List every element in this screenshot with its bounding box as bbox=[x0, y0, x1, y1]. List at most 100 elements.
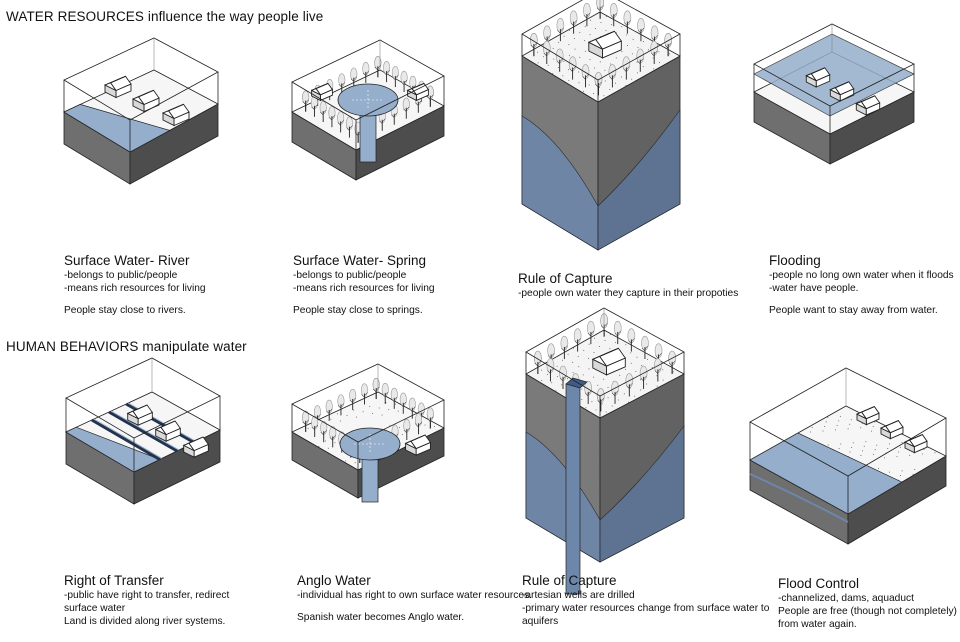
ground-dot bbox=[640, 379, 642, 381]
tree-branch bbox=[637, 60, 641, 65]
artesian-well bbox=[565, 383, 581, 595]
tree-branch bbox=[305, 419, 309, 423]
tree-branch bbox=[626, 385, 630, 389]
tree-branch bbox=[546, 50, 550, 55]
tree-branch bbox=[314, 104, 318, 109]
ground-dot bbox=[635, 370, 637, 372]
ground-dot bbox=[653, 68, 655, 70]
caption-right-of-transfer: Right of Transfer-public have right to t… bbox=[64, 573, 264, 628]
tree-branch bbox=[328, 117, 333, 121]
ground-dot bbox=[578, 366, 580, 368]
ground-dot bbox=[628, 401, 630, 403]
ground-dot bbox=[543, 56, 545, 58]
canal-water bbox=[110, 410, 180, 451]
ground-dot bbox=[822, 430, 824, 432]
ground-dot bbox=[569, 29, 571, 31]
tree-branch bbox=[430, 416, 434, 420]
ground-dot bbox=[354, 462, 356, 464]
caption-line: -people own water they capture in their … bbox=[518, 288, 739, 299]
tree-branch bbox=[613, 12, 617, 17]
ground-dot bbox=[619, 374, 621, 376]
ground-dot bbox=[567, 353, 569, 355]
ground-dot bbox=[574, 48, 576, 50]
tree-branch bbox=[341, 82, 345, 86]
tree-branch bbox=[628, 340, 632, 345]
house-gable bbox=[829, 87, 841, 96]
tree-branch bbox=[658, 353, 662, 357]
tree-branch bbox=[612, 74, 616, 78]
tree-branch bbox=[557, 30, 561, 34]
tree-branch bbox=[573, 20, 577, 24]
tree-branch bbox=[569, 68, 573, 73]
ground-dot bbox=[337, 413, 339, 415]
ground-dot bbox=[896, 456, 898, 458]
ground-dot bbox=[849, 423, 851, 425]
ground-dot bbox=[865, 441, 867, 443]
caption-title: Surface Water- River bbox=[64, 253, 190, 268]
tree-branch bbox=[577, 338, 581, 342]
ground-dot bbox=[921, 453, 923, 455]
tree-branch bbox=[614, 332, 618, 337]
ground-dot bbox=[625, 368, 627, 370]
ground-dot bbox=[623, 393, 625, 395]
tree-branch bbox=[533, 42, 538, 47]
tree-branch bbox=[561, 347, 565, 352]
tree-branch bbox=[406, 427, 410, 432]
ground-dot bbox=[537, 51, 539, 53]
ground-dot bbox=[609, 333, 611, 335]
ground-dot bbox=[573, 347, 575, 349]
ground-dot bbox=[595, 13, 597, 15]
ground-dot bbox=[558, 41, 560, 43]
ground-dot bbox=[603, 378, 605, 380]
tree-branch bbox=[361, 394, 365, 398]
ground-dot bbox=[637, 47, 639, 49]
ground-dot bbox=[598, 86, 600, 88]
tree-branch bbox=[654, 35, 658, 39]
tree-branch bbox=[543, 52, 547, 57]
ground-dot bbox=[883, 457, 885, 459]
ground-dot bbox=[567, 69, 569, 71]
tree-branch bbox=[534, 362, 539, 367]
ground-dot bbox=[652, 57, 654, 59]
tree-branch bbox=[654, 50, 658, 55]
tree-branch bbox=[564, 345, 568, 350]
tree-branch bbox=[415, 424, 419, 428]
tree-branch bbox=[600, 398, 604, 402]
tree-branch bbox=[383, 71, 387, 76]
tree-branch bbox=[530, 44, 535, 49]
tree-branch bbox=[598, 81, 602, 86]
tree-branch bbox=[323, 430, 327, 434]
spring-channel bbox=[361, 453, 379, 503]
ground-dot bbox=[551, 382, 553, 384]
ground-dot bbox=[626, 34, 628, 36]
tree-branch bbox=[364, 392, 368, 396]
ground-dot bbox=[569, 54, 571, 56]
tree-branch bbox=[365, 70, 369, 75]
ground-dot bbox=[546, 374, 548, 376]
ground-dot bbox=[599, 61, 601, 63]
ground-dot bbox=[625, 344, 627, 346]
ground-dot bbox=[630, 352, 632, 354]
tree-branch bbox=[350, 78, 354, 82]
ground-dot bbox=[583, 349, 585, 351]
ground-dot bbox=[862, 450, 864, 452]
ground-dot bbox=[642, 66, 644, 68]
caption-title: Rule of Capture bbox=[522, 573, 617, 588]
ground-dot bbox=[620, 76, 622, 78]
ground-dot bbox=[901, 470, 903, 472]
ground-dot bbox=[330, 418, 332, 420]
tree-branch bbox=[537, 360, 542, 365]
ground-dot bbox=[827, 444, 829, 446]
ground-dot bbox=[872, 426, 874, 428]
ground-dot bbox=[662, 379, 664, 381]
house-gable bbox=[879, 425, 891, 434]
ground-dot bbox=[592, 376, 594, 378]
tree-branch bbox=[610, 15, 614, 19]
caption-line: -means rich resources for living bbox=[64, 283, 206, 294]
ground-dot bbox=[888, 471, 890, 473]
ground-dot bbox=[640, 389, 642, 391]
tree-branch bbox=[427, 418, 431, 422]
ground-dot bbox=[605, 30, 607, 32]
ground-dot bbox=[600, 21, 602, 23]
